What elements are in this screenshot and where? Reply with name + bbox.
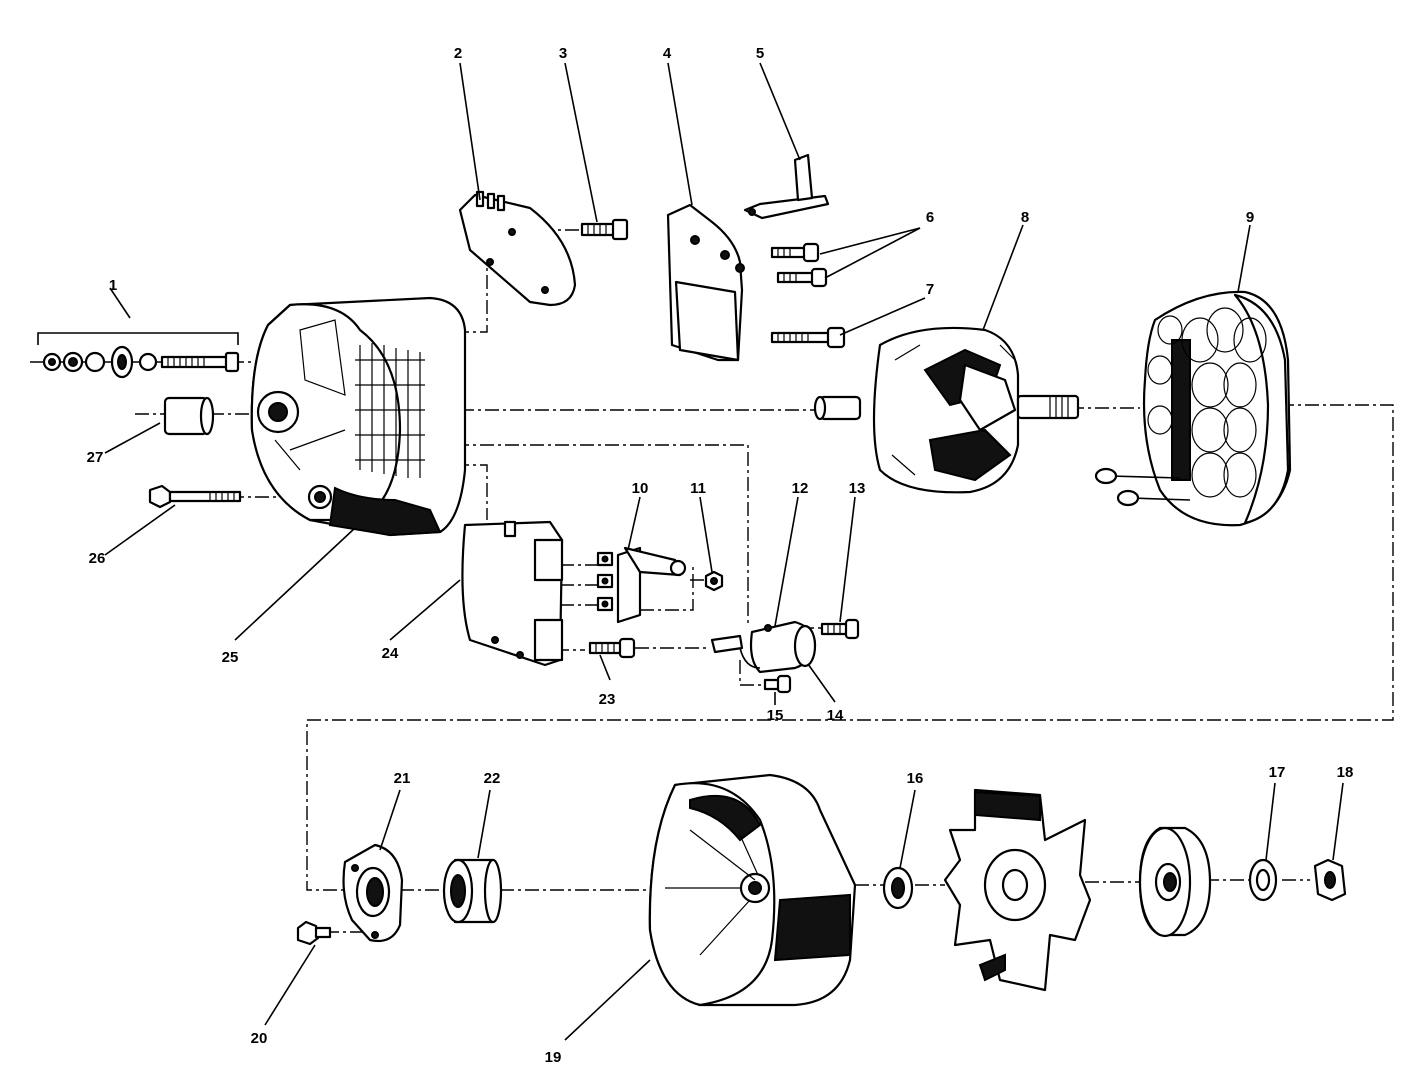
part-8-rotor	[813, 326, 1080, 494]
part-10-diode-trio	[596, 546, 687, 624]
callout-18: 18	[1337, 764, 1354, 781]
part-24-rectifier-bridge	[461, 520, 564, 667]
callout-19: 19	[545, 1049, 562, 1066]
callout-9: 9	[1246, 209, 1254, 226]
callout-5: 5	[756, 45, 764, 62]
callout-7: 7	[926, 281, 934, 298]
part-19-drive-end-frame	[648, 773, 857, 1007]
callout-15: 15	[767, 707, 784, 724]
callout-21: 21	[394, 770, 411, 787]
part-18-nut	[1313, 858, 1347, 902]
part-2-regulator-plate	[458, 190, 577, 307]
part-16-spacer	[882, 866, 914, 910]
part-26-through-bolt	[148, 484, 242, 509]
callout-24: 24	[382, 645, 399, 662]
callout-26: 26	[89, 550, 106, 567]
callout-20: 20	[251, 1030, 268, 1047]
part-21-bearing-retainer	[342, 843, 404, 943]
callout-16: 16	[907, 770, 924, 787]
part-5-terminal-strap	[743, 153, 830, 220]
part-13-screw	[820, 618, 860, 640]
part-9-stator	[1094, 290, 1292, 527]
callout-22: 22	[484, 770, 501, 787]
callout-4: 4	[663, 45, 672, 62]
part-27-plug	[163, 396, 215, 436]
callout-6: 6	[926, 209, 934, 226]
callout-25: 25	[222, 649, 239, 666]
pulley	[1138, 826, 1212, 938]
callout-23: 23	[599, 691, 616, 708]
part-4-bracket	[666, 203, 745, 362]
fan	[943, 788, 1092, 992]
callout-3: 3	[559, 45, 567, 62]
callout-13: 13	[849, 480, 866, 497]
callout-17: 17	[1269, 764, 1286, 781]
part-15-screw	[763, 674, 792, 694]
leader-lines	[104, 62, 1344, 1041]
part-22-bearing	[442, 858, 503, 924]
callout-labels: 1 2 3 4 5 6 7 8 9 10 11 12 13 14 15 16 1…	[87, 45, 1354, 1066]
part-6-screws	[770, 242, 828, 288]
callout-27: 27	[87, 449, 104, 466]
part-12-14-capacitor	[710, 620, 817, 674]
part-17-washer	[1248, 858, 1278, 902]
callout-12: 12	[792, 480, 809, 497]
callout-2: 2	[454, 45, 462, 62]
callout-10: 10	[632, 480, 649, 497]
part-11-nut	[704, 570, 724, 592]
callout-8: 8	[1021, 209, 1029, 226]
part-7-long-screw	[770, 326, 846, 349]
part-23-screw	[588, 637, 636, 659]
callout-1: 1	[109, 277, 117, 294]
part-3-screw	[580, 218, 629, 241]
part-20-screw	[296, 920, 332, 946]
callout-11: 11	[690, 480, 706, 497]
part-1-terminal-hardware	[37, 332, 240, 379]
part-25-slip-ring-end-frame	[250, 296, 467, 537]
callout-14: 14	[827, 707, 844, 724]
